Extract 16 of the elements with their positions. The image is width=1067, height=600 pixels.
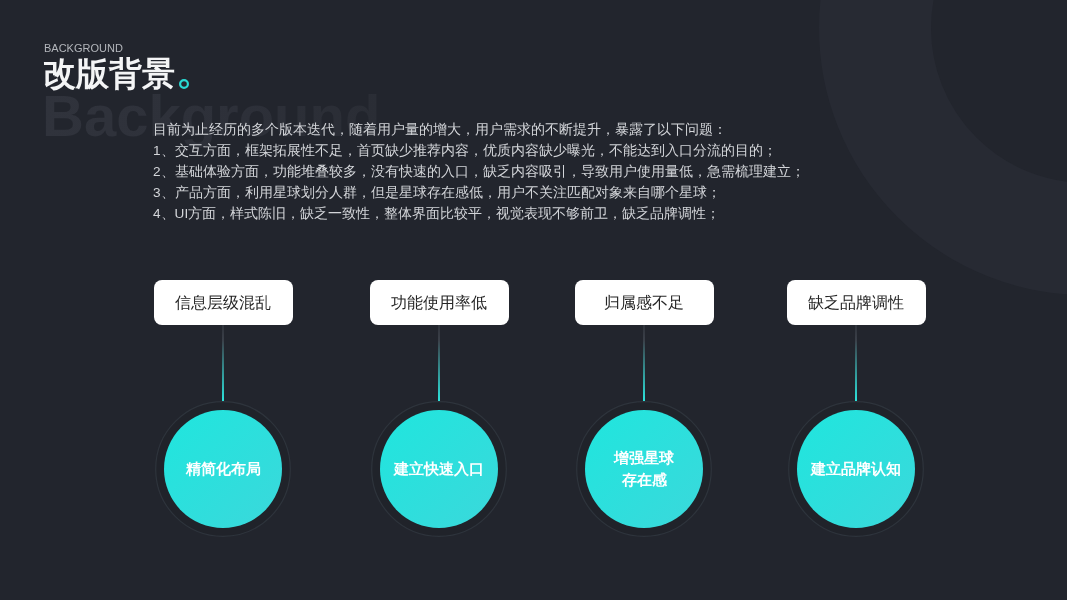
text-line: 4、UI方面，样式陈旧，缺乏一致性，整体界面比较平，视觉表现不够前卫，缺乏品牌调性；: [153, 204, 721, 223]
circle-node: 建立品牌认知: [788, 401, 924, 537]
connector-line: [855, 324, 857, 402]
circle-node: 增强星球存在感: [576, 401, 712, 537]
text-line: 2、基础体验方面，功能堆叠较多，没有快速的入口，缺乏内容吸引，导致用户使用量低，急需梳理建立；: [153, 162, 805, 181]
rounded-box: 信息层级混乱: [153, 280, 293, 325]
connector-line: [643, 324, 645, 402]
section-label: BACKGROUND: [44, 42, 123, 55]
connector-line: [438, 324, 440, 402]
text-line: 3、产品方面，利用星球划分人群，但是星球存在感低，用户不关注匹配对象来自哪个星球；: [153, 183, 721, 202]
connector-line: [222, 324, 224, 402]
circle-node: 精简化布局: [155, 401, 291, 537]
circle-node: 建立快速入口: [371, 401, 507, 537]
rounded-box: 缺乏品牌调性: [786, 280, 926, 325]
rounded-box: 归属感不足: [574, 280, 714, 325]
rounded-box: 功能使用率低: [369, 280, 509, 325]
